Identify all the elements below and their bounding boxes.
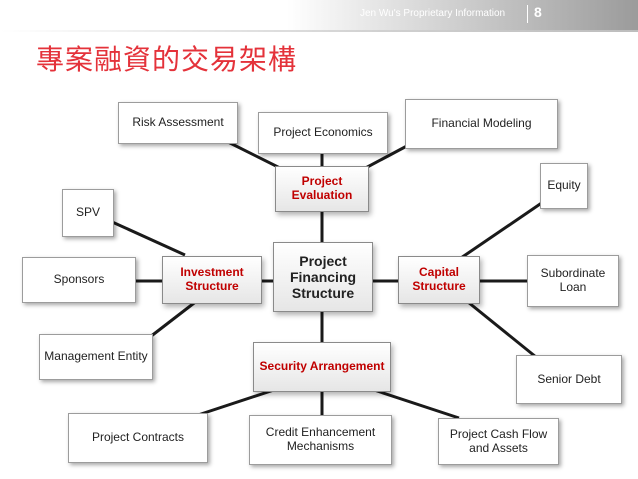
node-spv: SPV bbox=[62, 189, 114, 237]
node-management-entity: Management Entity bbox=[39, 334, 153, 380]
connector-management bbox=[149, 298, 199, 339]
connector-senior bbox=[462, 296, 537, 359]
connector-equity bbox=[454, 198, 547, 264]
header-band bbox=[0, 0, 638, 30]
node-equity: Equity bbox=[540, 163, 588, 209]
node-project-economics: Project Economics bbox=[258, 112, 388, 154]
node-subordinate-loan: Subordinate Loan bbox=[527, 255, 619, 307]
node-credit-enhancement: Credit Enhancement Mechanisms bbox=[249, 415, 392, 465]
hub-capital-structure: Capital Structure bbox=[398, 256, 480, 304]
header-bar: Jen Wu's Proprietary Information 8 bbox=[0, 0, 638, 32]
slide-title: 專案融資的交易架構 bbox=[36, 43, 298, 76]
hub-investment-structure: Investment Structure bbox=[162, 256, 262, 304]
node-financial-modeling: Financial Modeling bbox=[405, 99, 558, 149]
page-number: 8 bbox=[534, 4, 542, 20]
header-text: Jen Wu's Proprietary Information bbox=[360, 8, 506, 19]
node-risk-assessment: Risk Assessment bbox=[118, 102, 238, 144]
node-project-cash-flow: Project Cash Flow and Assets bbox=[438, 418, 559, 465]
node-senior-debt: Senior Debt bbox=[516, 355, 622, 404]
header-strip bbox=[0, 30, 638, 32]
hub-project-evaluation: Project Evaluation bbox=[275, 166, 369, 212]
hub-security-arrangement: Security Arrangement bbox=[253, 342, 391, 392]
node-project-contracts: Project Contracts bbox=[68, 413, 208, 463]
connector-spv bbox=[109, 219, 186, 257]
page-separator bbox=[527, 5, 528, 23]
node-sponsors: Sponsors bbox=[22, 257, 136, 303]
center-node: Project Financing Structure bbox=[273, 242, 373, 312]
